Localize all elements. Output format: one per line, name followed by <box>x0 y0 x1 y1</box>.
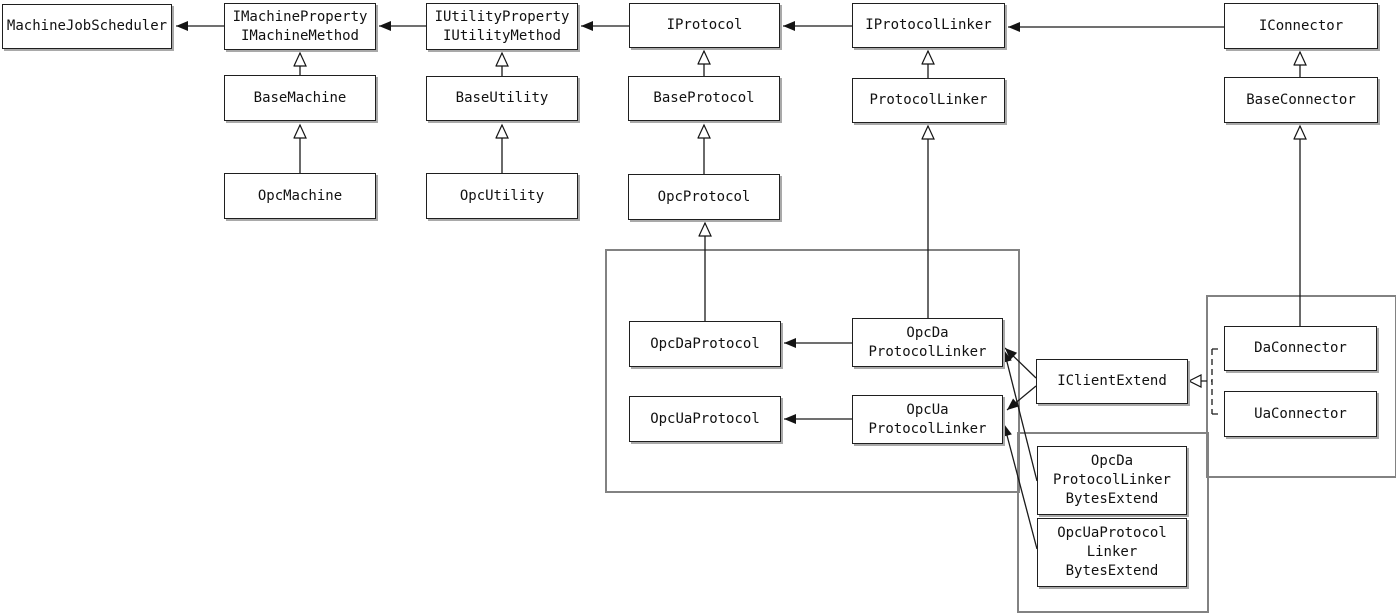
edge-iclientextend-to-opcuaprotocollinker <box>1006 385 1037 411</box>
class-box-opc-ua-protocol-linker-bytes-extend: OpcUaProtocol Linker BytesExtend <box>1037 518 1187 587</box>
class-box-opc-da-protocol-linker-bytes-extend: OpcDa ProtocolLinker BytesExtend <box>1037 446 1187 515</box>
class-box-i-protocol: IProtocol <box>629 3 780 48</box>
class-box-opc-protocol: OpcProtocol <box>628 174 780 220</box>
edge-connectors-realize-iclientextend <box>1201 348 1222 415</box>
class-box-opc-ua-protocol: OpcUaProtocol <box>629 396 781 442</box>
edge-opcdabytesextend-to-opcdaprotocollinker <box>1002 349 1038 482</box>
class-box-i-utility-property-method: IUtilityProperty IUtilityMethod <box>426 3 578 50</box>
class-box-opc-ua-protocol-linker: OpcUa ProtocolLinker <box>852 395 1003 444</box>
class-box-opc-da-protocol: OpcDaProtocol <box>629 321 781 367</box>
class-box-i-client-extend: IClientExtend <box>1036 359 1188 404</box>
class-box-base-connector: BaseConnector <box>1224 77 1378 123</box>
class-box-ua-connector: UaConnector <box>1224 391 1377 437</box>
class-box-base-machine: BaseMachine <box>224 75 376 121</box>
class-box-opc-da-protocol-linker: OpcDa ProtocolLinker <box>852 318 1003 367</box>
group-box-opc-protocols <box>605 249 1020 493</box>
edge-opcuabytesextend-to-opcuaprotocollinker <box>1002 423 1038 550</box>
class-box-i-connector: IConnector <box>1224 3 1378 49</box>
class-box-base-utility: BaseUtility <box>426 76 578 121</box>
group-box-bytes-extend <box>1017 432 1209 613</box>
class-box-base-protocol: BaseProtocol <box>628 76 780 121</box>
class-box-protocol-linker: ProtocolLinker <box>852 78 1005 123</box>
class-box-i-machine-property-method: IMachineProperty IMachineMethod <box>224 3 376 50</box>
class-box-opc-utility: OpcUtility <box>426 173 578 219</box>
class-box-i-protocol-linker: IProtocolLinker <box>852 3 1005 48</box>
class-box-opc-machine: OpcMachine <box>224 173 376 219</box>
class-box-machine-job-scheduler: MachineJobScheduler <box>2 4 172 49</box>
class-box-da-connector: DaConnector <box>1224 326 1377 371</box>
realization-triangle-icon <box>1187 374 1202 388</box>
